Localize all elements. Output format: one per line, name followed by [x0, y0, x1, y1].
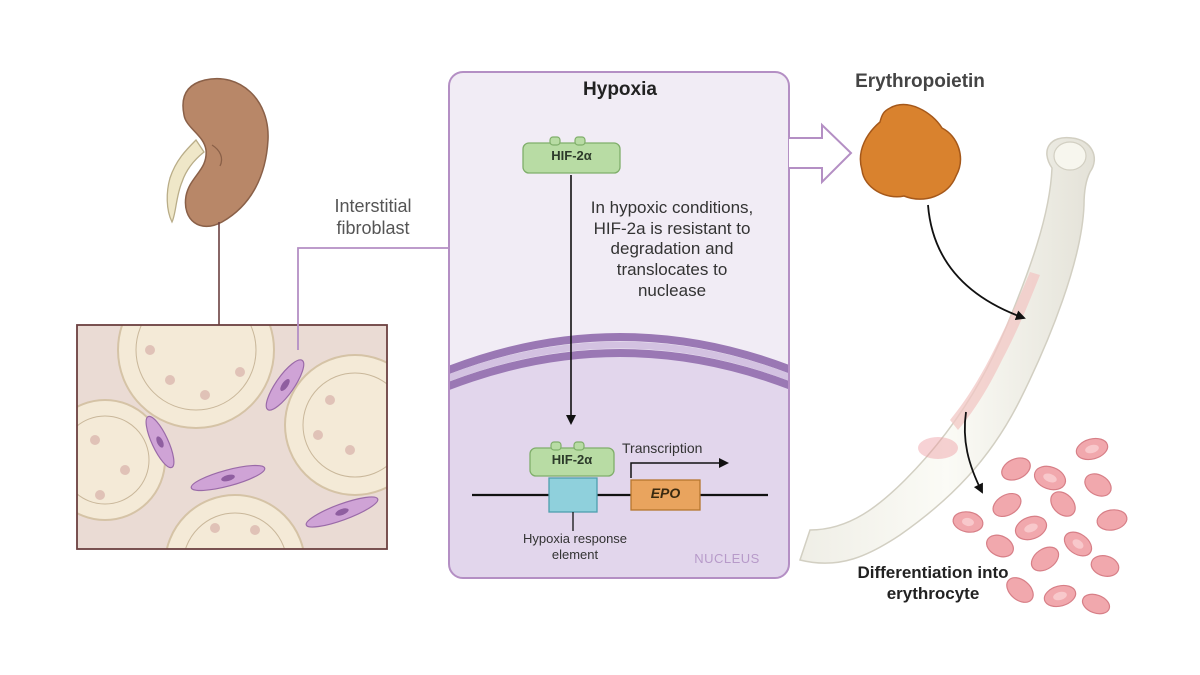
- erythrocyte: [1096, 509, 1128, 531]
- secretion-arrow: [789, 122, 853, 185]
- fibroblast-cell: [190, 464, 266, 492]
- epo-to-bone-arrow: [927, 204, 1026, 320]
- erythrocyte: [1050, 491, 1076, 517]
- bone-to-erythrocyte-arrow: [963, 411, 983, 494]
- hif2a-label-bottom: HIF-2α: [551, 452, 593, 467]
- hypoxia-response-element-box: [548, 477, 598, 513]
- interstitial-fibroblast-label: Interstitial fibroblast: [334, 196, 412, 238]
- erythrocyte: [986, 534, 1014, 558]
- tissue-section: [76, 324, 388, 550]
- fibroblast-callout-line: [297, 247, 449, 350]
- hypoxia-response-element-label: Hypoxia response element: [522, 531, 628, 562]
- epo-gene-box: [630, 479, 701, 511]
- hypoxia-note-text: In hypoxic conditions, HIF-2a is resista…: [590, 198, 754, 300]
- erythrocyte-cluster: [952, 437, 1128, 615]
- nuclear-membrane-outer: [449, 333, 789, 386]
- hif2a-label-top: HIF-2α: [551, 148, 592, 163]
- erythrocyte: [1006, 577, 1034, 603]
- tubule: [165, 494, 305, 549]
- epo-gene-label: EPO: [650, 485, 681, 501]
- fibroblast-cell: [305, 496, 379, 528]
- erythrocyte: [1090, 555, 1120, 577]
- erythropoietin-label: Erythropoietin: [855, 71, 985, 92]
- erythropoietin-protein: [859, 103, 962, 200]
- nucleus-region: [449, 350, 789, 578]
- erythrocyte: [1001, 457, 1031, 481]
- tubule: [284, 354, 387, 496]
- erythrocyte: [1081, 593, 1111, 615]
- hif2a-protein-cytoplasm: [522, 136, 621, 174]
- transcription-arrow: [630, 458, 729, 478]
- nucleus-label: NUCLEUS: [694, 551, 760, 566]
- fibroblast-cell: [145, 415, 175, 469]
- hypoxia-title: Hypoxia: [583, 79, 657, 100]
- bone-illustration: [799, 136, 1095, 564]
- transcription-label: Transcription: [622, 440, 703, 456]
- hif2a-protein-nucleus: [529, 441, 615, 477]
- nuclear-membrane-inner: [449, 349, 789, 402]
- differentiation-label: Differentiation into erythrocyte: [857, 563, 1009, 603]
- tubule: [117, 325, 275, 429]
- fibroblast-cell: [265, 359, 305, 411]
- kidney-illustration: [166, 77, 269, 228]
- erythrocyte: [992, 492, 1022, 518]
- erythrocyte: [1084, 473, 1112, 497]
- erythrocyte: [1030, 546, 1060, 572]
